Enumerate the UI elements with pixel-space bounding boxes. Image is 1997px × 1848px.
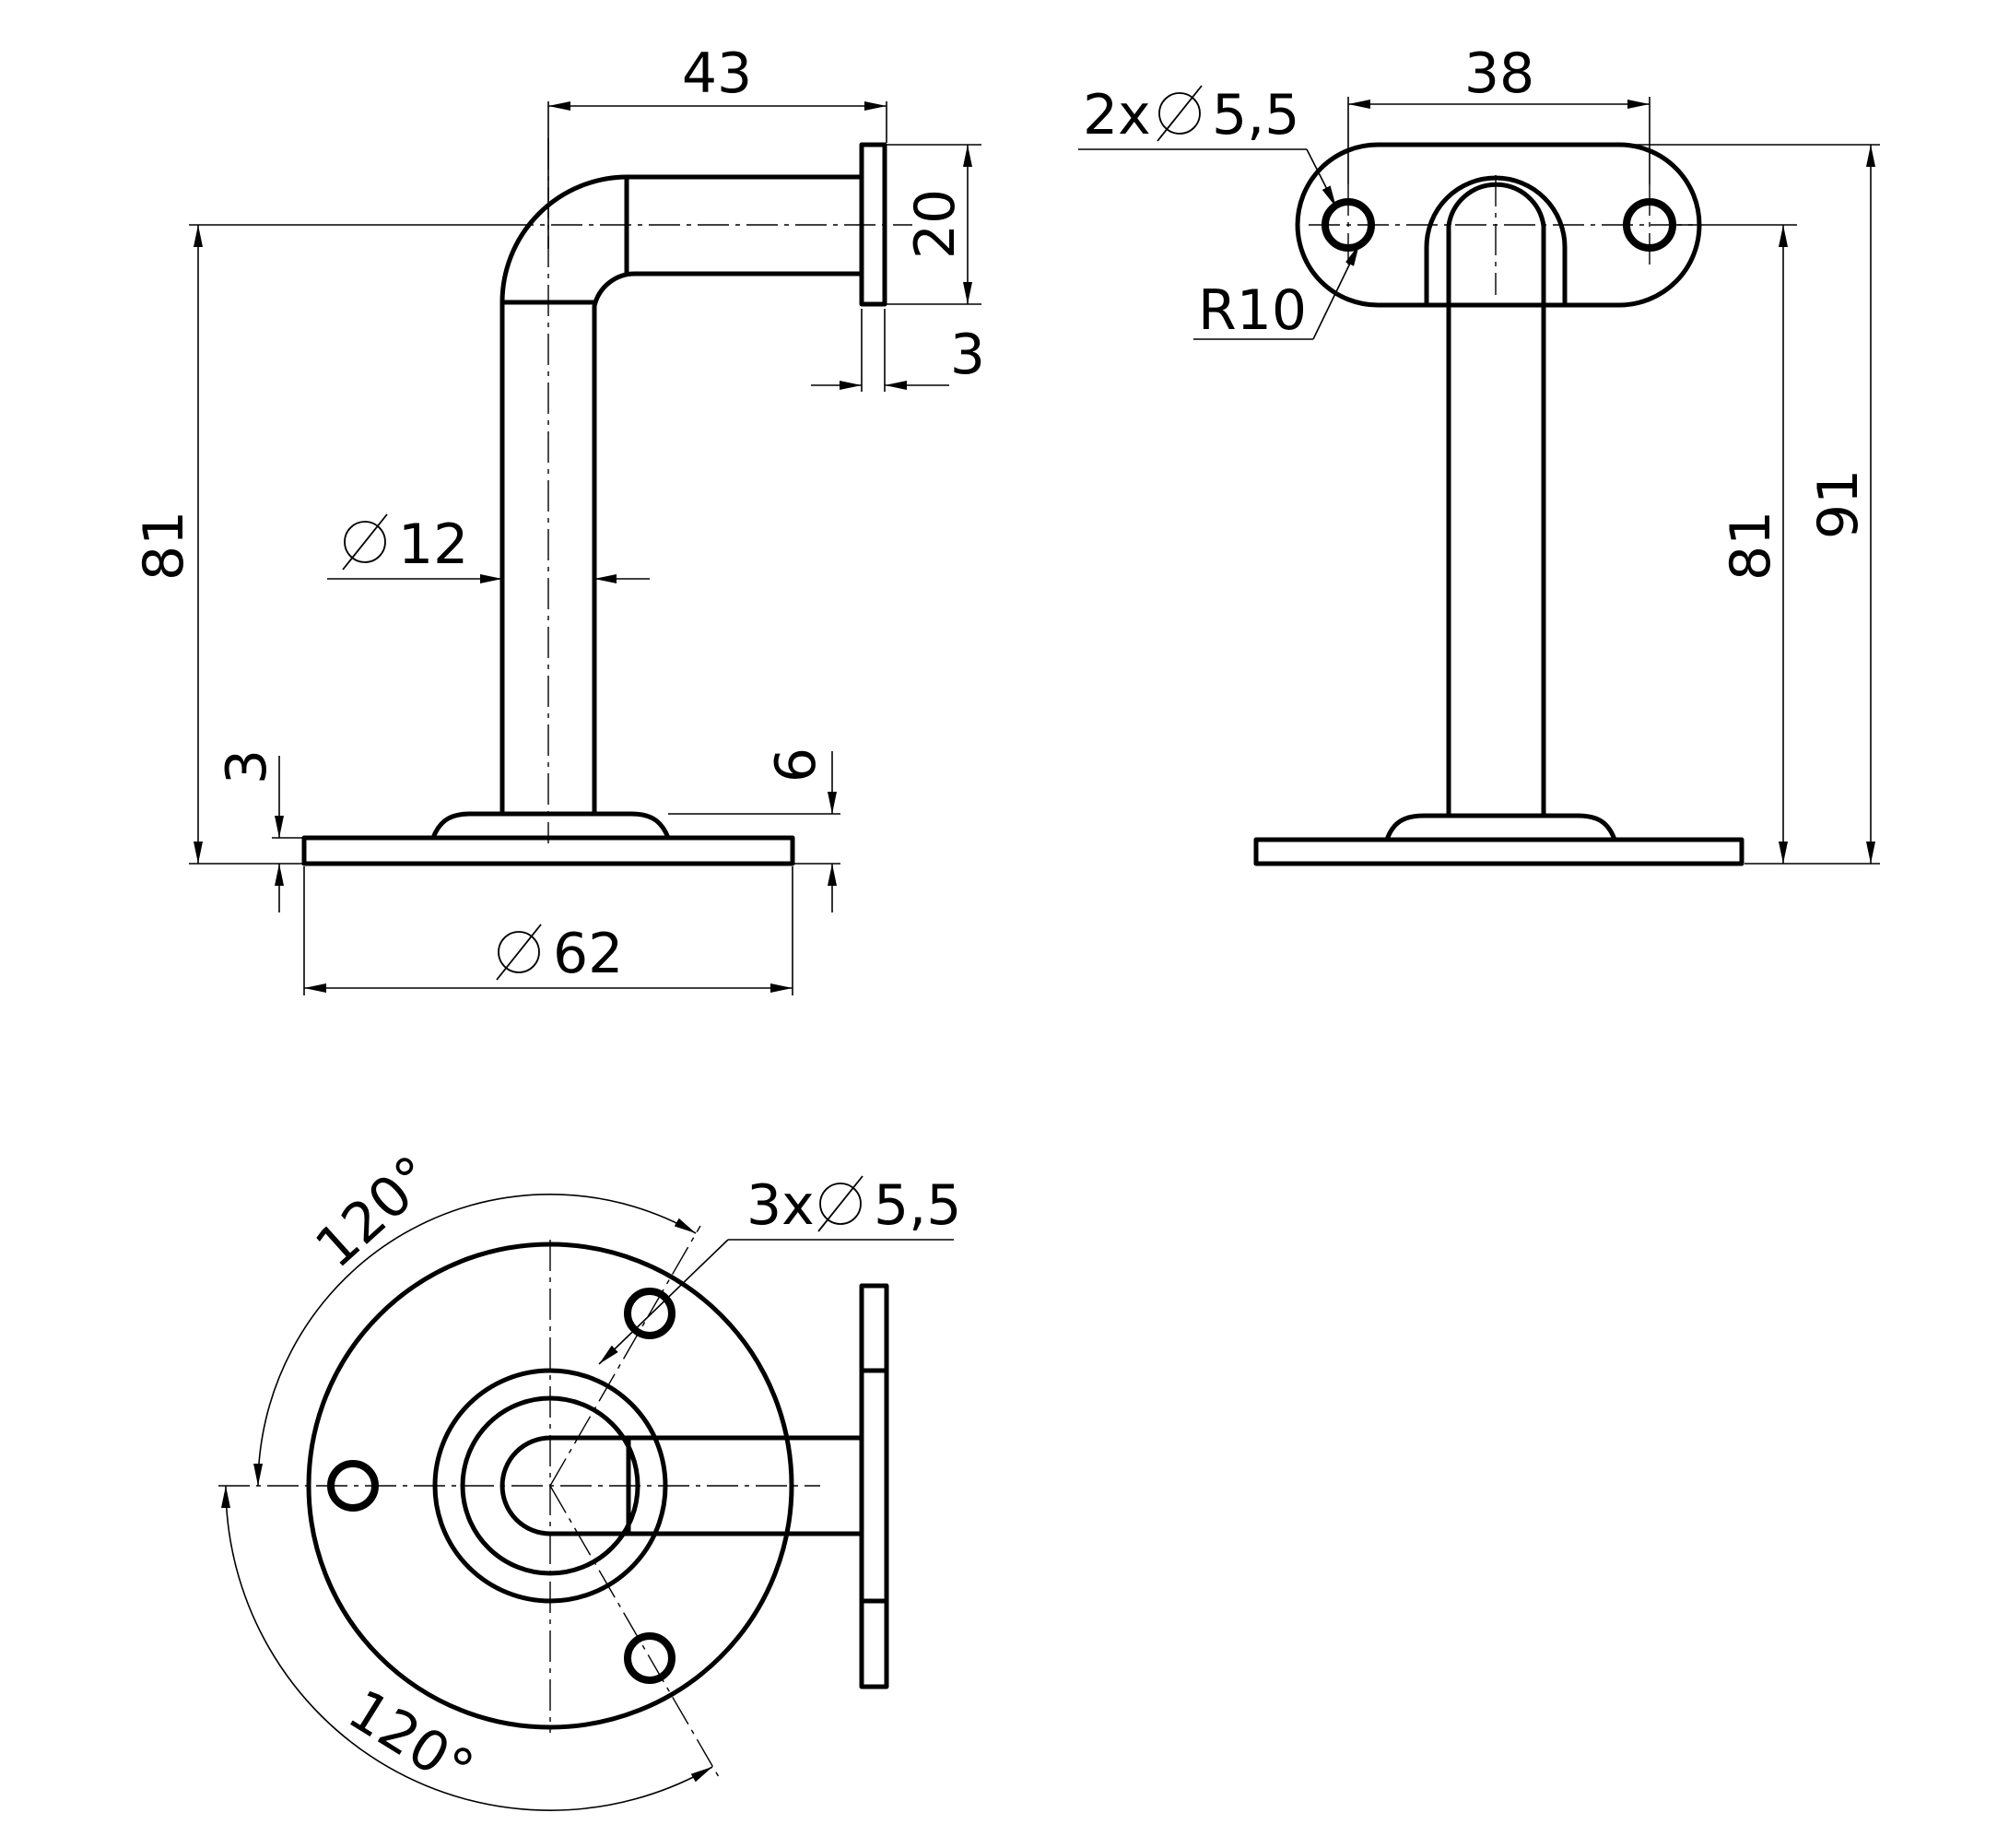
diameter-symbol-2x: [1157, 85, 1203, 142]
callout-r10-label: R10: [1198, 278, 1307, 343]
dim-81-side: 81: [132, 224, 502, 865]
diameter-symbol-12: [342, 513, 388, 571]
dim-91-label: 91: [1806, 469, 1871, 539]
dim-20: 20: [887, 144, 981, 305]
dim-62-label: 62: [553, 922, 623, 986]
dim-6-label: 6: [764, 747, 828, 783]
side-tube: [499, 174, 864, 817]
angle-lower-label: 120°: [337, 1677, 485, 1803]
dim-12-label: 12: [398, 512, 468, 577]
dim-20-label: 20: [903, 189, 968, 259]
dim-base-3-label: 3: [215, 749, 279, 784]
callout-2x-label: 2x: [1083, 83, 1151, 147]
dim-43: 43: [547, 41, 887, 249]
dim-62: 62: [303, 866, 793, 995]
callout-3x-label: 3x: [746, 1173, 815, 1238]
front-base-plate: [1253, 837, 1744, 866]
dim-38-label: 38: [1464, 41, 1534, 106]
diameter-symbol-3x: [817, 1175, 863, 1232]
front-base-collar: [1384, 813, 1617, 842]
dim-12: 12: [327, 512, 650, 583]
dim-flange-3: 3: [811, 309, 985, 392]
dim-flange-3-label: 3: [950, 323, 985, 387]
callout-3x-holes: 3x 5,5: [598, 1173, 961, 1365]
front-wall-flange: [1295, 142, 1702, 308]
dim-81-front-label: 81: [1719, 511, 1783, 581]
dim-38: 38: [1347, 41, 1650, 184]
callout-r10: R10: [1193, 243, 1360, 343]
front-view: 38 2x 5,5 R10 81: [1078, 41, 1880, 866]
dim-81-front: 81: [1677, 224, 1797, 865]
callout-2x-diameter: 5,5: [1212, 83, 1299, 147]
angle-upper-label: 120°: [303, 1144, 445, 1281]
side-view: 43 20 3 81: [132, 41, 985, 995]
callout-2x-holes: 2x 5,5: [1078, 83, 1337, 208]
dim-91: 91: [1622, 144, 1880, 865]
dim-81-side-label: 81: [132, 511, 196, 581]
side-base-collar: [430, 811, 671, 841]
dim-base-3: 3: [215, 749, 304, 912]
callout-3x-diameter: 5,5: [874, 1173, 961, 1238]
top-wall-flange: [859, 1283, 889, 1689]
top-view: 120° 120° 3x 5,5: [218, 1144, 961, 1811]
diameter-symbol-62: [496, 924, 542, 981]
dim-43-label: 43: [682, 41, 752, 106]
dim-6: 6: [668, 747, 840, 912]
